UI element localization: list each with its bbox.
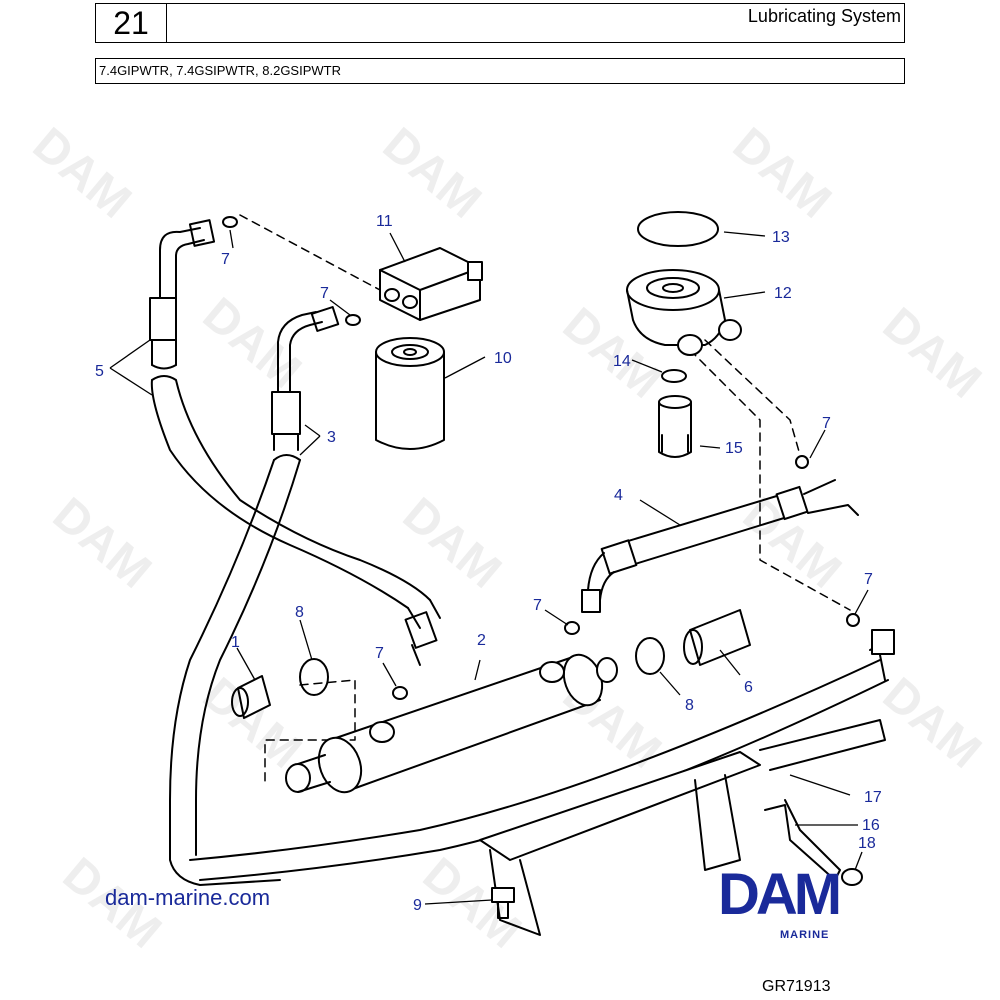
part-11-sensor-block (379, 247, 483, 321)
part-8-hose-clamp (299, 658, 329, 696)
callout-labels: 1 2 3 4 5 6 7 7 7 7 7 7 8 8 9 10 11 12 1… (95, 213, 882, 914)
callout-7: 7 (320, 285, 329, 302)
part-9-bolt (491, 887, 515, 919)
part-13-seal-ring (637, 211, 719, 247)
part-16-strap (764, 799, 841, 881)
part-18-bolt (841, 868, 863, 886)
callout-11: 11 (376, 213, 393, 230)
part-17-bracket (479, 719, 886, 936)
part-4-oil-line (581, 479, 859, 613)
part-6-hose (683, 609, 751, 666)
website-link[interactable]: dam-marine.com (105, 885, 271, 910)
brand-logo: DAM (718, 862, 842, 927)
callout-8: 8 (685, 697, 694, 714)
callout-1: 1 (231, 634, 240, 651)
callout-7: 7 (822, 415, 831, 432)
callout-13: 13 (772, 229, 790, 246)
callout-14: 14 (613, 353, 631, 370)
part-1-hose (231, 675, 271, 719)
part-14-o-ring (661, 369, 687, 383)
figure-reference: GR71913 (762, 978, 831, 995)
callout-15: 15 (725, 440, 743, 457)
callout-2: 2 (477, 632, 486, 649)
callout-7: 7 (375, 645, 384, 662)
hose-5 (149, 219, 441, 666)
watermark: DAM (723, 118, 841, 229)
watermark: DAM (873, 298, 991, 409)
callout-17: 17 (864, 789, 882, 806)
part-10-oil-filter (375, 337, 445, 450)
leader-lines (109, 229, 869, 905)
watermark: DAM (553, 298, 671, 409)
callout-9: 9 (413, 897, 422, 914)
callout-3: 3 (327, 429, 336, 446)
o-rings-7 (222, 216, 860, 700)
section-title: Lubricating System (747, 6, 901, 26)
callout-12: 12 (774, 285, 792, 302)
return-line (869, 629, 895, 681)
callout-6: 6 (744, 679, 753, 696)
callout-10: 10 (494, 350, 512, 367)
part-2-oil-cooler (285, 653, 618, 794)
watermark: DAM (193, 288, 311, 399)
watermark: DAM (23, 118, 141, 229)
callout-7: 7 (221, 251, 230, 268)
callout-4: 4 (614, 487, 623, 504)
callout-16: 16 (862, 817, 880, 834)
watermark: DAM (43, 488, 161, 599)
callout-8: 8 (295, 604, 304, 621)
model-list: 7.4GIPWTR, 7.4GSIPWTR, 8.2GSIPWTR (95, 58, 905, 84)
page-number: 21 (96, 4, 167, 42)
header-box: 21 Lubricating System (95, 3, 905, 43)
watermark: DAM (873, 668, 991, 779)
callout-7: 7 (864, 571, 873, 588)
callout-18: 18 (858, 835, 876, 852)
callout-5: 5 (95, 363, 104, 380)
brand-subtitle: MARINE (780, 929, 830, 941)
part-8-hose-clamp (635, 637, 665, 675)
watermark: DAM (393, 488, 511, 599)
assembly-guide-lines (239, 214, 851, 786)
part-12-filter-adapter (626, 269, 742, 356)
callout-7: 7 (533, 597, 542, 614)
part-15-threaded-nipple (658, 395, 692, 458)
hose-3 (169, 306, 889, 886)
